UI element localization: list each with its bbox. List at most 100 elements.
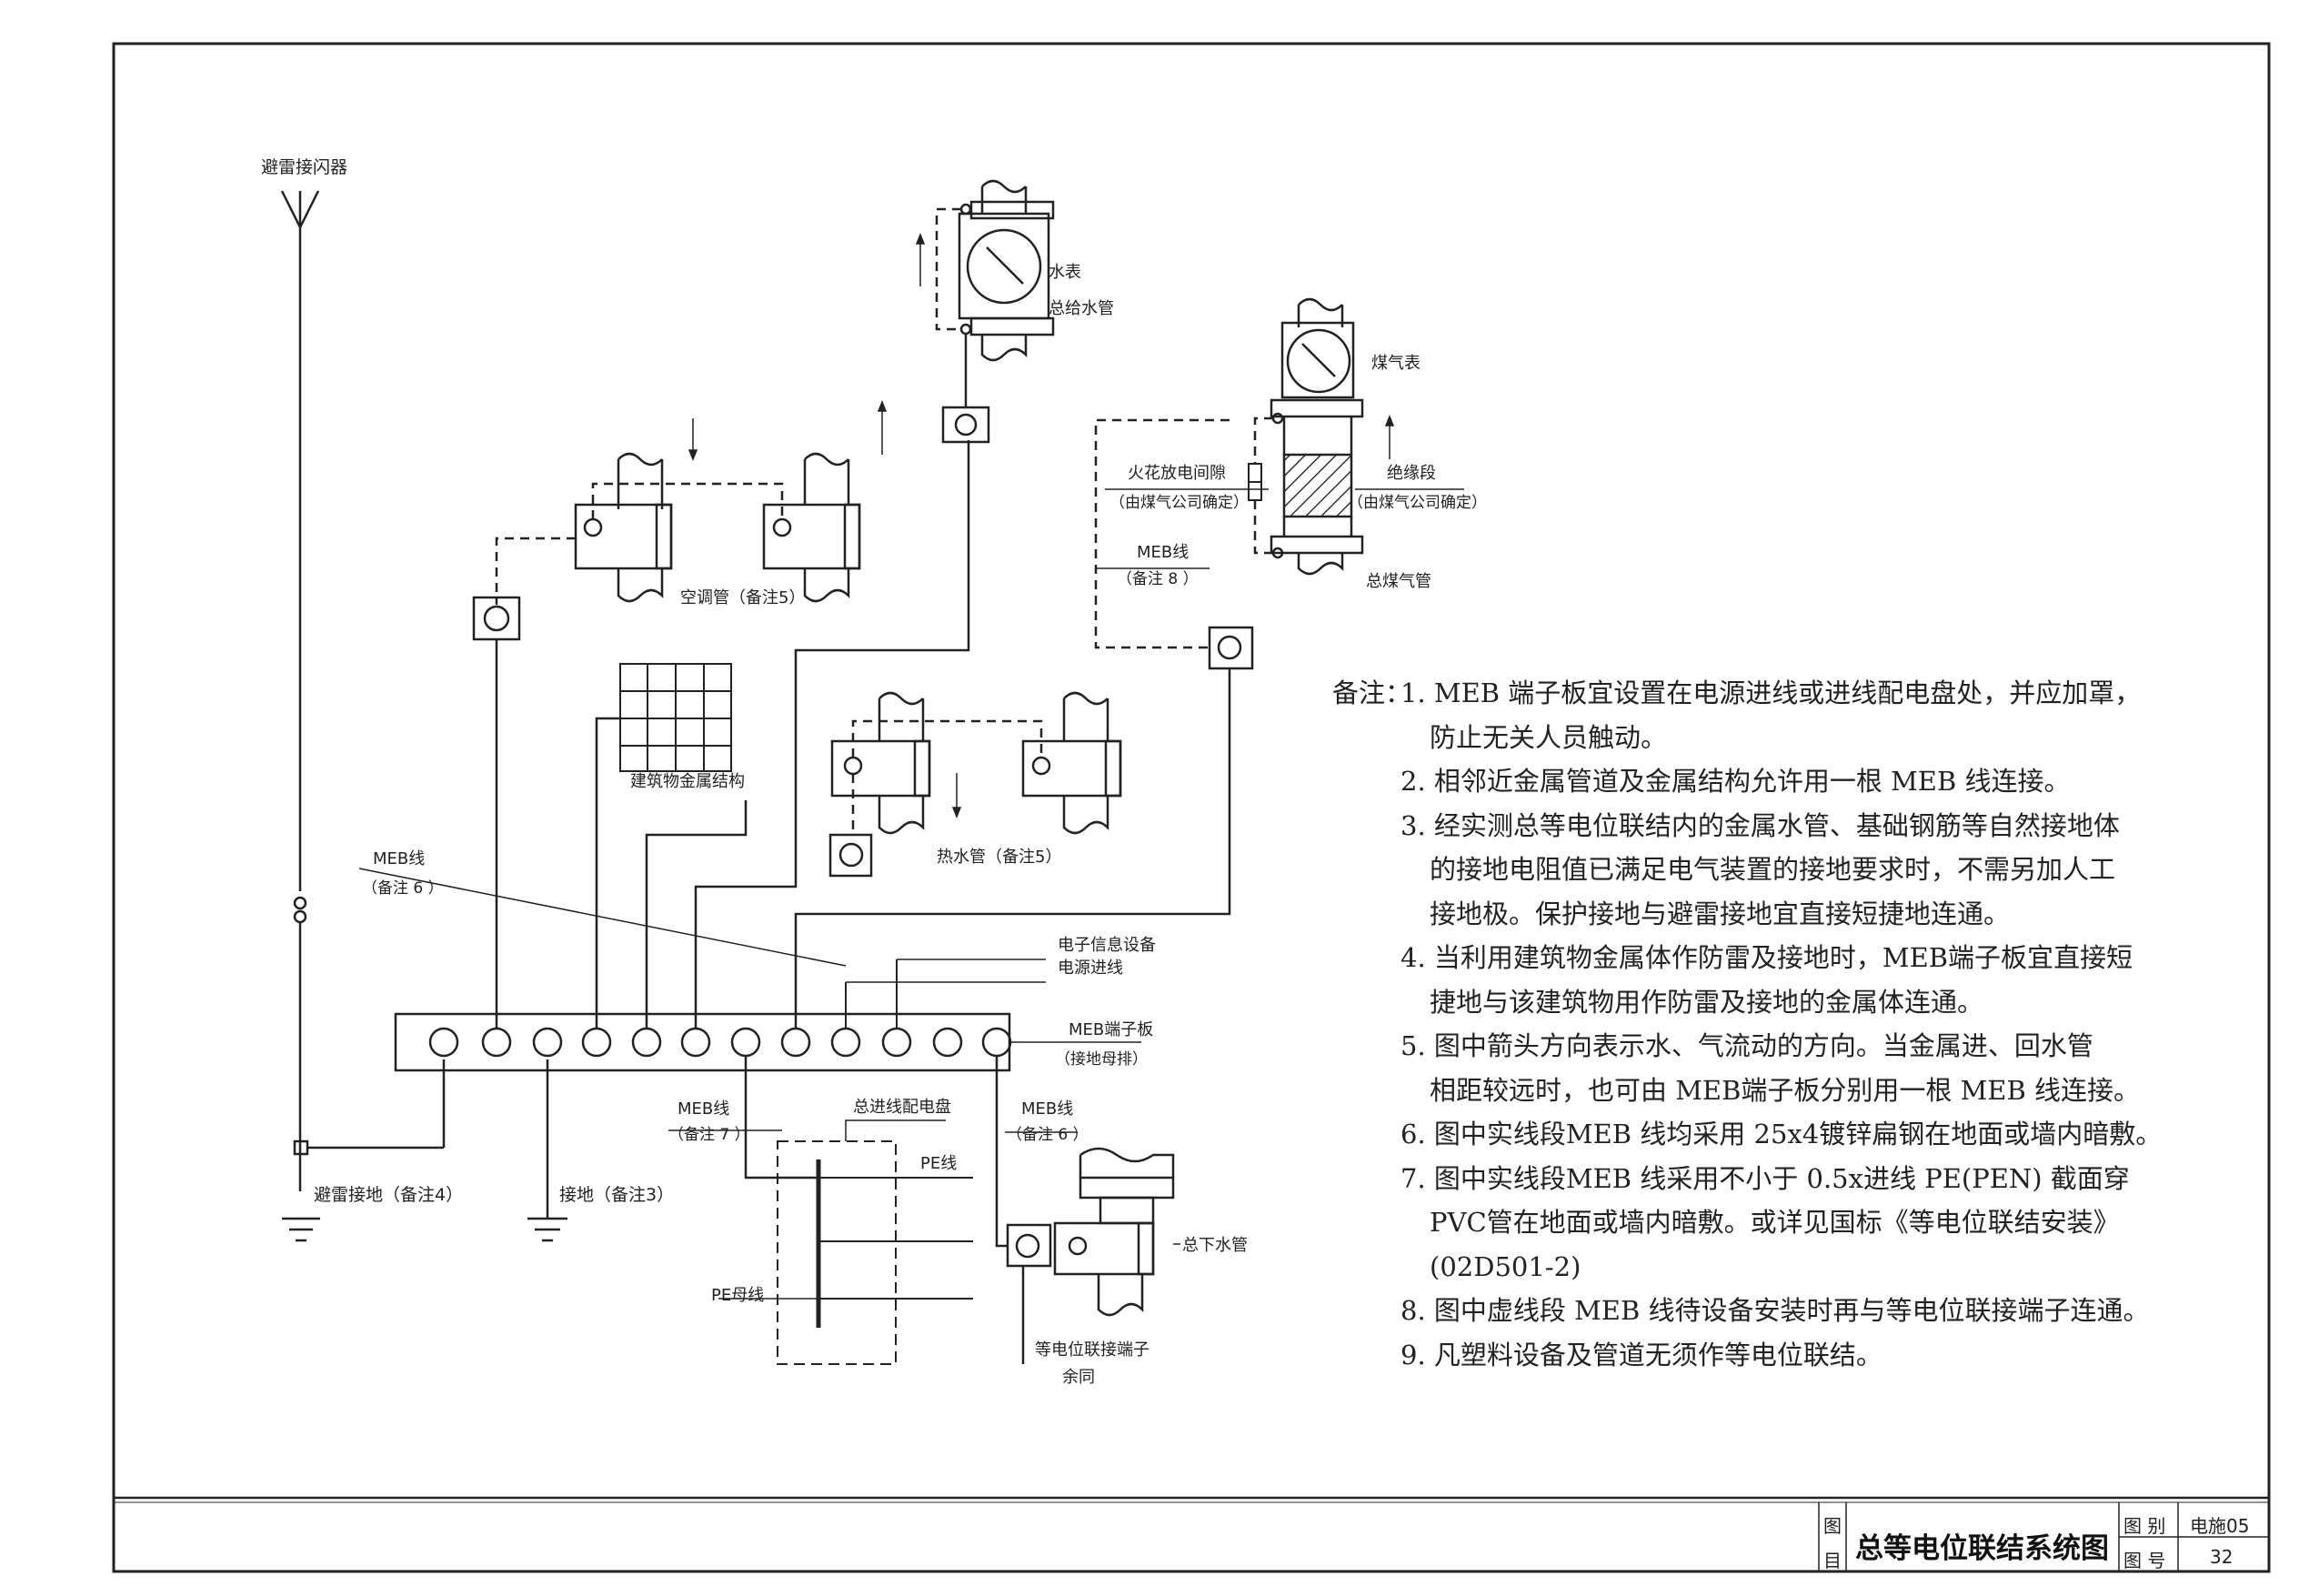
notes-prefix: 备注： bbox=[1332, 678, 1412, 708]
building-metal-structure bbox=[619, 663, 732, 772]
solid-meb-lines bbox=[495, 440, 1231, 1248]
water-meter-bypass bbox=[935, 207, 961, 331]
note-text: 接地极。保护接地与避雷接地宜直接短捷地连通。 bbox=[1430, 898, 2011, 929]
lightning-rod-label: 避雷接闪器 bbox=[261, 157, 347, 177]
note-line: 捷地与该建筑物用作防雷及接地的金属体连通。 bbox=[1332, 980, 2260, 1025]
drawing-title: 总等电位联结系统图 bbox=[1855, 1532, 2109, 1565]
title-block-tumu-2: 目 bbox=[1823, 1550, 1842, 1571]
drain-pipe bbox=[1053, 1147, 1175, 1317]
meb-line-7-label: MEB线 bbox=[678, 1099, 729, 1119]
eq-terminal-same-label: 余同 bbox=[1062, 1368, 1095, 1387]
notes-block: 备注：1. MEB 端子板宜设置在电源进线或进线配电盘处，并应加罩， 防止无关人员… bbox=[1332, 671, 2260, 1377]
note-line: 相距较远时，也可由 MEB端子板分别用一根 MEB 线连接。 bbox=[1332, 1069, 2260, 1113]
meb-line-8-note: （备注 8 ） bbox=[1117, 570, 1199, 588]
title-block-tubie-label: 图 别 bbox=[2123, 1515, 2166, 1537]
note-text: 8. 图中虚线段 MEB 线待设备安装时再与等电位联接端子连通。 bbox=[1400, 1295, 2150, 1326]
note-text: PVC管在地面或墙内暗敷。或详见国标《等电位联结安装》 bbox=[1430, 1207, 2120, 1238]
power-incoming-label: 电源进线 bbox=[1058, 959, 1123, 978]
meb-line-6b-label: MEB线 bbox=[1021, 1099, 1073, 1119]
meb-line-6a-leader bbox=[358, 868, 847, 967]
water-meter-assembly bbox=[958, 179, 1055, 362]
lightning-rod bbox=[280, 190, 446, 1191]
main-panel-label: 总进线配电盘 bbox=[853, 1098, 951, 1117]
meb-terminal-label: MEB端子板 bbox=[1069, 1020, 1153, 1039]
note-line: 3. 经实测总等电位联结内的金属水管、基础钢筋等自然接地体 bbox=[1332, 804, 2260, 848]
note-line: 接地极。保护接地与避雷接地宜直接短捷地连通。 bbox=[1332, 892, 2260, 937]
note-text: 捷地与该建筑物用作防雷及接地的金属体连通。 bbox=[1430, 986, 1984, 1018]
note-text: 7. 图中实线段MEB 线采用不小于 0.5x进线 PE(PEN) 截面穿 bbox=[1400, 1162, 2130, 1194]
note-line: 7. 图中实线段MEB 线采用不小于 0.5x进线 PE(PEN) 截面穿 bbox=[1332, 1157, 2260, 1201]
ac-pipe-label: 空调管（备注5） bbox=[680, 588, 805, 607]
ground-label: 接地（备注3） bbox=[559, 1185, 674, 1205]
main-drain-label: 总下水管 bbox=[1182, 1236, 1248, 1255]
ac-pipe-terminal bbox=[472, 596, 521, 641]
insulation-note: （由煤气公司确定） bbox=[1348, 494, 1487, 512]
pe-bus-label: PE母线 bbox=[711, 1286, 764, 1305]
meb-line-6a-note: （备注 6 ） bbox=[362, 879, 444, 898]
note-line: 8. 图中虚线段 MEB 线待设备安装时再与等电位联接端子连通。 bbox=[1332, 1289, 2260, 1333]
note-line: 2. 相邻近金属管道及金属结构允许用一根 MEB 线连接。 bbox=[1332, 759, 2260, 804]
meb-terminal-note: （接地母排） bbox=[1055, 1050, 1148, 1069]
main-gas-pipe-label: 总煤气管 bbox=[1366, 572, 1431, 591]
note-text: 3. 经实测总等电位联结内的金属水管、基础钢筋等自然接地体 bbox=[1400, 809, 2120, 841]
eq-terminal-label: 等电位联接端子 bbox=[1035, 1340, 1149, 1360]
note-text: 防止无关人员触动。 bbox=[1430, 721, 1668, 753]
note-text: 9. 凡塑料设备及管道无须作等电位联结。 bbox=[1400, 1339, 1882, 1370]
flow-arrows-gas bbox=[1384, 414, 1395, 459]
building-metal-label: 建筑物金属结构 bbox=[630, 772, 745, 791]
meb-line-6a-label: MEB线 bbox=[373, 849, 425, 868]
spark-gap-note: （由煤气公司确定） bbox=[1109, 494, 1249, 512]
ground-symbol-right bbox=[527, 1059, 567, 1242]
pe-line-label: PE线 bbox=[920, 1154, 957, 1173]
water-meter-label: 水表 bbox=[1049, 263, 1081, 282]
main-distribution-panel bbox=[777, 1140, 897, 1365]
lightning-ground-label: 避雷接地（备注4） bbox=[314, 1185, 463, 1205]
note-text: 6. 图中实线段MEB 线均采用 25x4镀锌扁钢在地面或墙内暗敷。 bbox=[1400, 1119, 2163, 1149]
pe-bus bbox=[718, 1159, 973, 1328]
note-text: 4. 当利用建筑物金属体作防雷及接地时，MEB端子板宜直接短 bbox=[1400, 942, 2133, 973]
title-block-tuhao-label: 图 号 bbox=[2123, 1550, 2166, 1571]
flow-arrows-hot-water bbox=[951, 773, 962, 819]
note-line: 防止无关人员触动。 bbox=[1332, 716, 2260, 760]
title-block-tuhao-value: 32 bbox=[2210, 1546, 2234, 1568]
meb-line-6b-note: （备注 6 ） bbox=[1007, 1126, 1089, 1144]
meb-line-7-note: （备注 7 ） bbox=[668, 1126, 750, 1144]
main-water-supply-label: 总给水管 bbox=[1049, 299, 1114, 318]
spark-gap-label: 火花放电间隙 bbox=[1128, 464, 1226, 483]
flow-arrows-ac bbox=[688, 399, 888, 462]
ground-symbol-left bbox=[282, 1217, 320, 1242]
note-line: 的接地电阻值已满足电气装置的接地要求时，不需另加人工 bbox=[1332, 848, 2260, 892]
hot-water-dashed-links bbox=[851, 719, 1043, 835]
hot-water-pipes bbox=[830, 691, 1122, 835]
flow-arrows-water bbox=[915, 232, 926, 286]
gas-terminal bbox=[1208, 626, 1254, 670]
note-text: 5. 图中箭头方向表示水、气流动的方向。当金属进、回水管 bbox=[1400, 1030, 2093, 1061]
note-text: 2. 相邻近金属管道及金属结构允许用一根 MEB 线连接。 bbox=[1400, 766, 2071, 797]
meb-terminal-board bbox=[394, 1012, 1012, 1072]
note-text: 1. MEB 端子板宜设置在电源进线或进线配电盘处，并应加罩， bbox=[1400, 678, 2142, 708]
gas-meter-assembly bbox=[1270, 297, 1364, 576]
note-line: PVC管在地面或墙内暗敷。或详见国标《等电位联结安装》 bbox=[1332, 1200, 2260, 1245]
note-text: (02D501-2) bbox=[1430, 1250, 1581, 1282]
hot-water-label: 热水管（备注5） bbox=[937, 848, 1061, 867]
electronic-info-label: 电子信息设备 bbox=[1058, 936, 1156, 955]
title-block-tubie-value: 电施05 bbox=[2190, 1515, 2250, 1537]
note-line: (02D501-2) bbox=[1332, 1245, 2260, 1290]
note-line: 9. 凡塑料设备及管道无须作等电位联结。 bbox=[1332, 1333, 2260, 1378]
meb-line-8-label: MEB线 bbox=[1137, 543, 1189, 562]
note-text: 相距较远时，也可由 MEB端子板分别用一根 MEB 线连接。 bbox=[1430, 1074, 2141, 1106]
ac-pipes bbox=[574, 452, 861, 603]
title-block-tumu-1: 图 bbox=[1823, 1515, 1842, 1537]
note-text: 的接地电阻值已满足电气装置的接地要求时，不需另加人工 bbox=[1430, 854, 2116, 885]
note-line: 5. 图中箭头方向表示水、气流动的方向。当金属进、回水管 bbox=[1332, 1024, 2260, 1069]
insulation-label: 绝缘段 bbox=[1387, 464, 1436, 483]
note-line: 备注：1. MEB 端子板宜设置在电源进线或进线配电盘处，并应加罩， bbox=[1332, 671, 2260, 716]
frame bbox=[112, 42, 2271, 1573]
spark-gap bbox=[1248, 463, 1262, 501]
note-line: 6. 图中实线段MEB 线均采用 25x4镀锌扁钢在地面或墙内暗敷。 bbox=[1332, 1112, 2260, 1157]
water-pipe-terminal bbox=[941, 406, 990, 444]
drain-terminal bbox=[1006, 1223, 1052, 1364]
ac-pipe-dashed-links bbox=[495, 482, 784, 605]
